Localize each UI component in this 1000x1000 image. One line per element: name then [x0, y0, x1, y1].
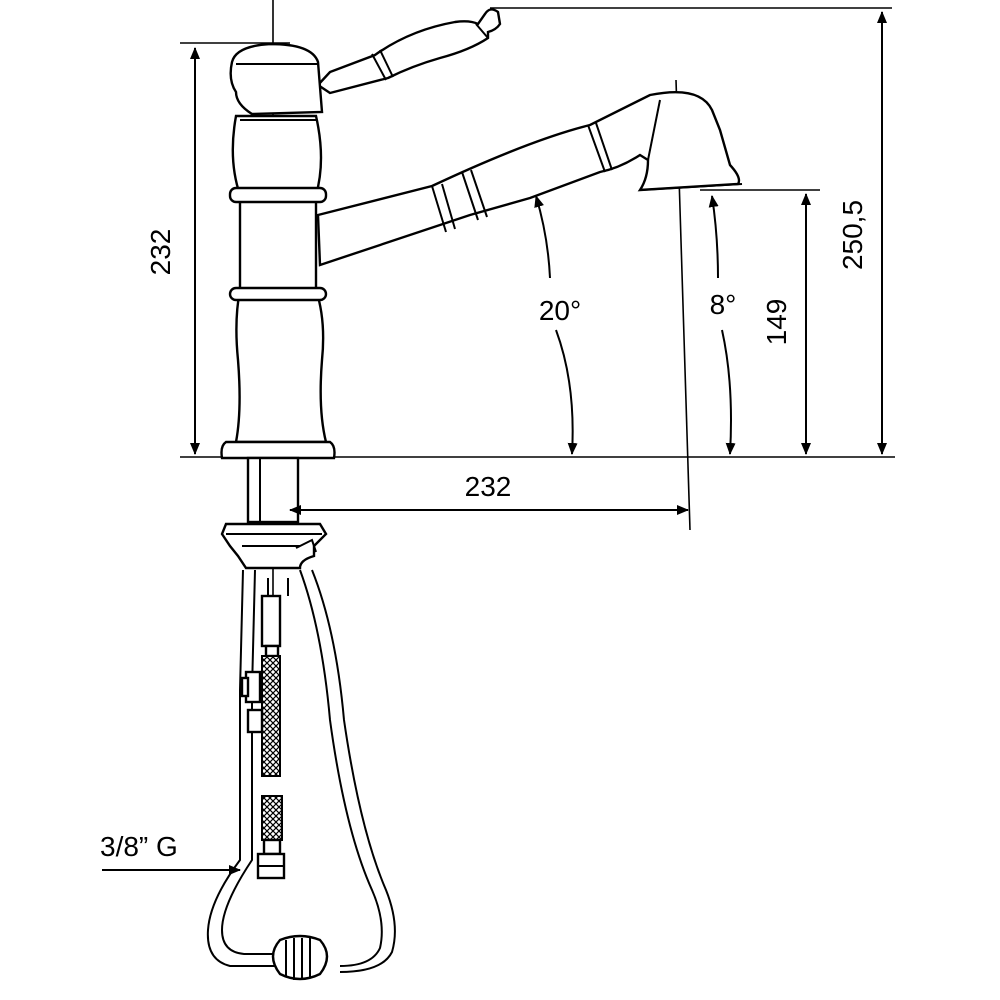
fixing-nut [220, 522, 328, 570]
angle-arc-lower [721, 329, 736, 455]
lever-handle [316, 8, 502, 95]
mounting-shank [246, 456, 300, 524]
dimension-outlet-height: 149 [761, 193, 811, 455]
angle-arc-upper [534, 195, 551, 279]
hose-counterweight [271, 934, 329, 981]
pull-out-spout [316, 91, 743, 267]
supply-hose-pull-out [206, 569, 396, 973]
dimension-total-height: 250,5 [837, 10, 887, 455]
dimension-label-outlet-angle: 8° [710, 289, 737, 320]
dimension-label-base-height: 232 [145, 229, 176, 276]
main-column [228, 114, 328, 444]
callout-label-connection-thread: 3/8” G [100, 831, 178, 862]
dimension-label-total-height: 250,5 [837, 200, 868, 270]
angle-arc-upper [708, 195, 719, 279]
under-counter-assembly [206, 456, 396, 981]
cartridge-cap [229, 42, 324, 116]
dimension-outlet-angle: 8° [708, 195, 737, 455]
braided-supply-hoses [240, 594, 286, 880]
base-plate [220, 440, 336, 460]
dimension-label-spout-reach: 232 [465, 471, 512, 502]
dimension-spout-angle: 20° [534, 195, 581, 455]
callout-connection-thread: 3/8” G [100, 831, 241, 875]
dimension-label-outlet-height: 149 [761, 299, 792, 346]
faucet-body [220, 8, 743, 460]
dimension-label-spout-angle: 20° [539, 295, 581, 326]
dimension-base-height: 232 [145, 47, 200, 455]
angle-arc-lower [555, 329, 578, 455]
dimension-spout-reach: 232 [289, 471, 689, 515]
